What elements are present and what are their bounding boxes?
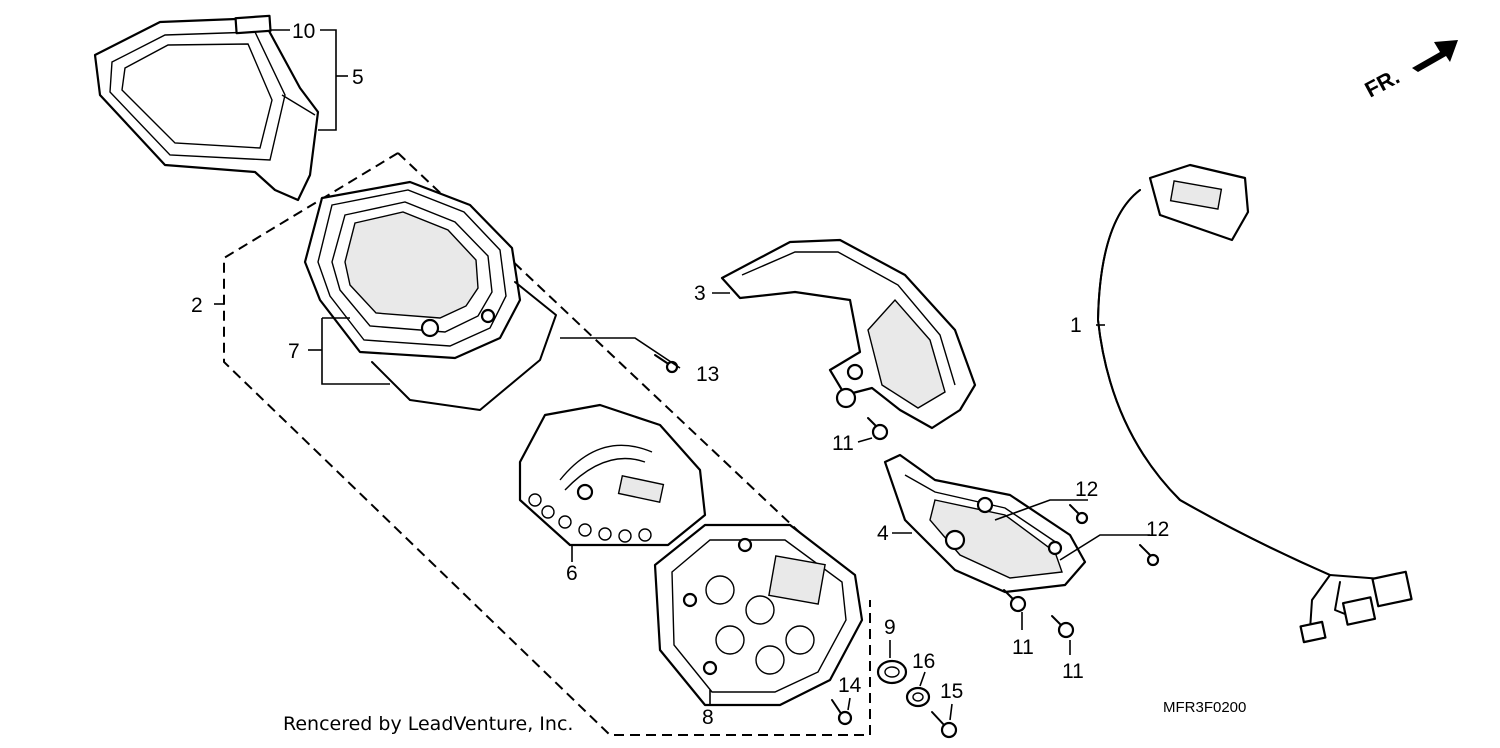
callout-12-b: 12	[1146, 518, 1169, 541]
callout-12-a: 12	[1075, 478, 1098, 501]
screw-14[interactable]	[831, 699, 853, 726]
callout-11-b: 11	[1012, 636, 1034, 659]
callout-16: 16	[912, 650, 935, 673]
callout-4: 4	[877, 522, 889, 545]
callout-11-a: 11	[832, 432, 854, 455]
front-direction-arrow: FR.	[1361, 40, 1458, 102]
assembly-boundary	[223, 152, 871, 736]
screw-11-b[interactable]	[1003, 589, 1027, 613]
callout-1: 1	[1070, 314, 1082, 337]
callout-15: 15	[940, 680, 963, 703]
upper-cover-3[interactable]	[720, 238, 977, 430]
arrow-icon	[1412, 40, 1458, 72]
wire-harness-1[interactable]	[1097, 163, 1413, 644]
meter-cover-5[interactable]	[93, 16, 320, 202]
gasket	[371, 281, 557, 411]
callout-3: 3	[694, 282, 706, 305]
screw-11-a[interactable]	[867, 417, 889, 441]
callout-11-c: 11	[1062, 660, 1084, 683]
callout-6: 6	[566, 562, 578, 585]
screw-12-b[interactable]	[1139, 544, 1160, 567]
diagram-code: MFR3F0200	[1163, 699, 1246, 716]
grommet-9[interactable]	[876, 659, 908, 685]
callout-10: 10	[292, 20, 315, 43]
callout-14: 14	[838, 674, 862, 697]
screw-15[interactable]	[931, 711, 958, 739]
meter-unit-6[interactable]	[518, 403, 707, 547]
screw-12-a[interactable]	[1069, 504, 1089, 525]
screw-11-c[interactable]	[1051, 615, 1075, 639]
leader-lines	[214, 29, 1150, 721]
direction-label: FR.	[1361, 64, 1404, 103]
lower-cover-4[interactable]	[883, 453, 1087, 594]
meter-case-7[interactable]	[303, 180, 522, 360]
callout-7: 7	[288, 340, 300, 363]
callouts: 10 5 2 7 13 6 8 3 1 4 11 12 12 11 11 9 1…	[191, 20, 1169, 729]
cushion-10[interactable]	[234, 14, 272, 35]
collar-16[interactable]	[905, 686, 931, 708]
meter-lower-case-8[interactable]	[653, 523, 864, 707]
callout-2: 2	[191, 294, 203, 317]
credit-text: Rencered by LeadVenture, Inc.	[283, 713, 573, 735]
callout-5: 5	[352, 66, 364, 89]
callout-13: 13	[696, 363, 719, 386]
callout-8: 8	[702, 706, 714, 729]
callout-9: 9	[884, 616, 896, 639]
